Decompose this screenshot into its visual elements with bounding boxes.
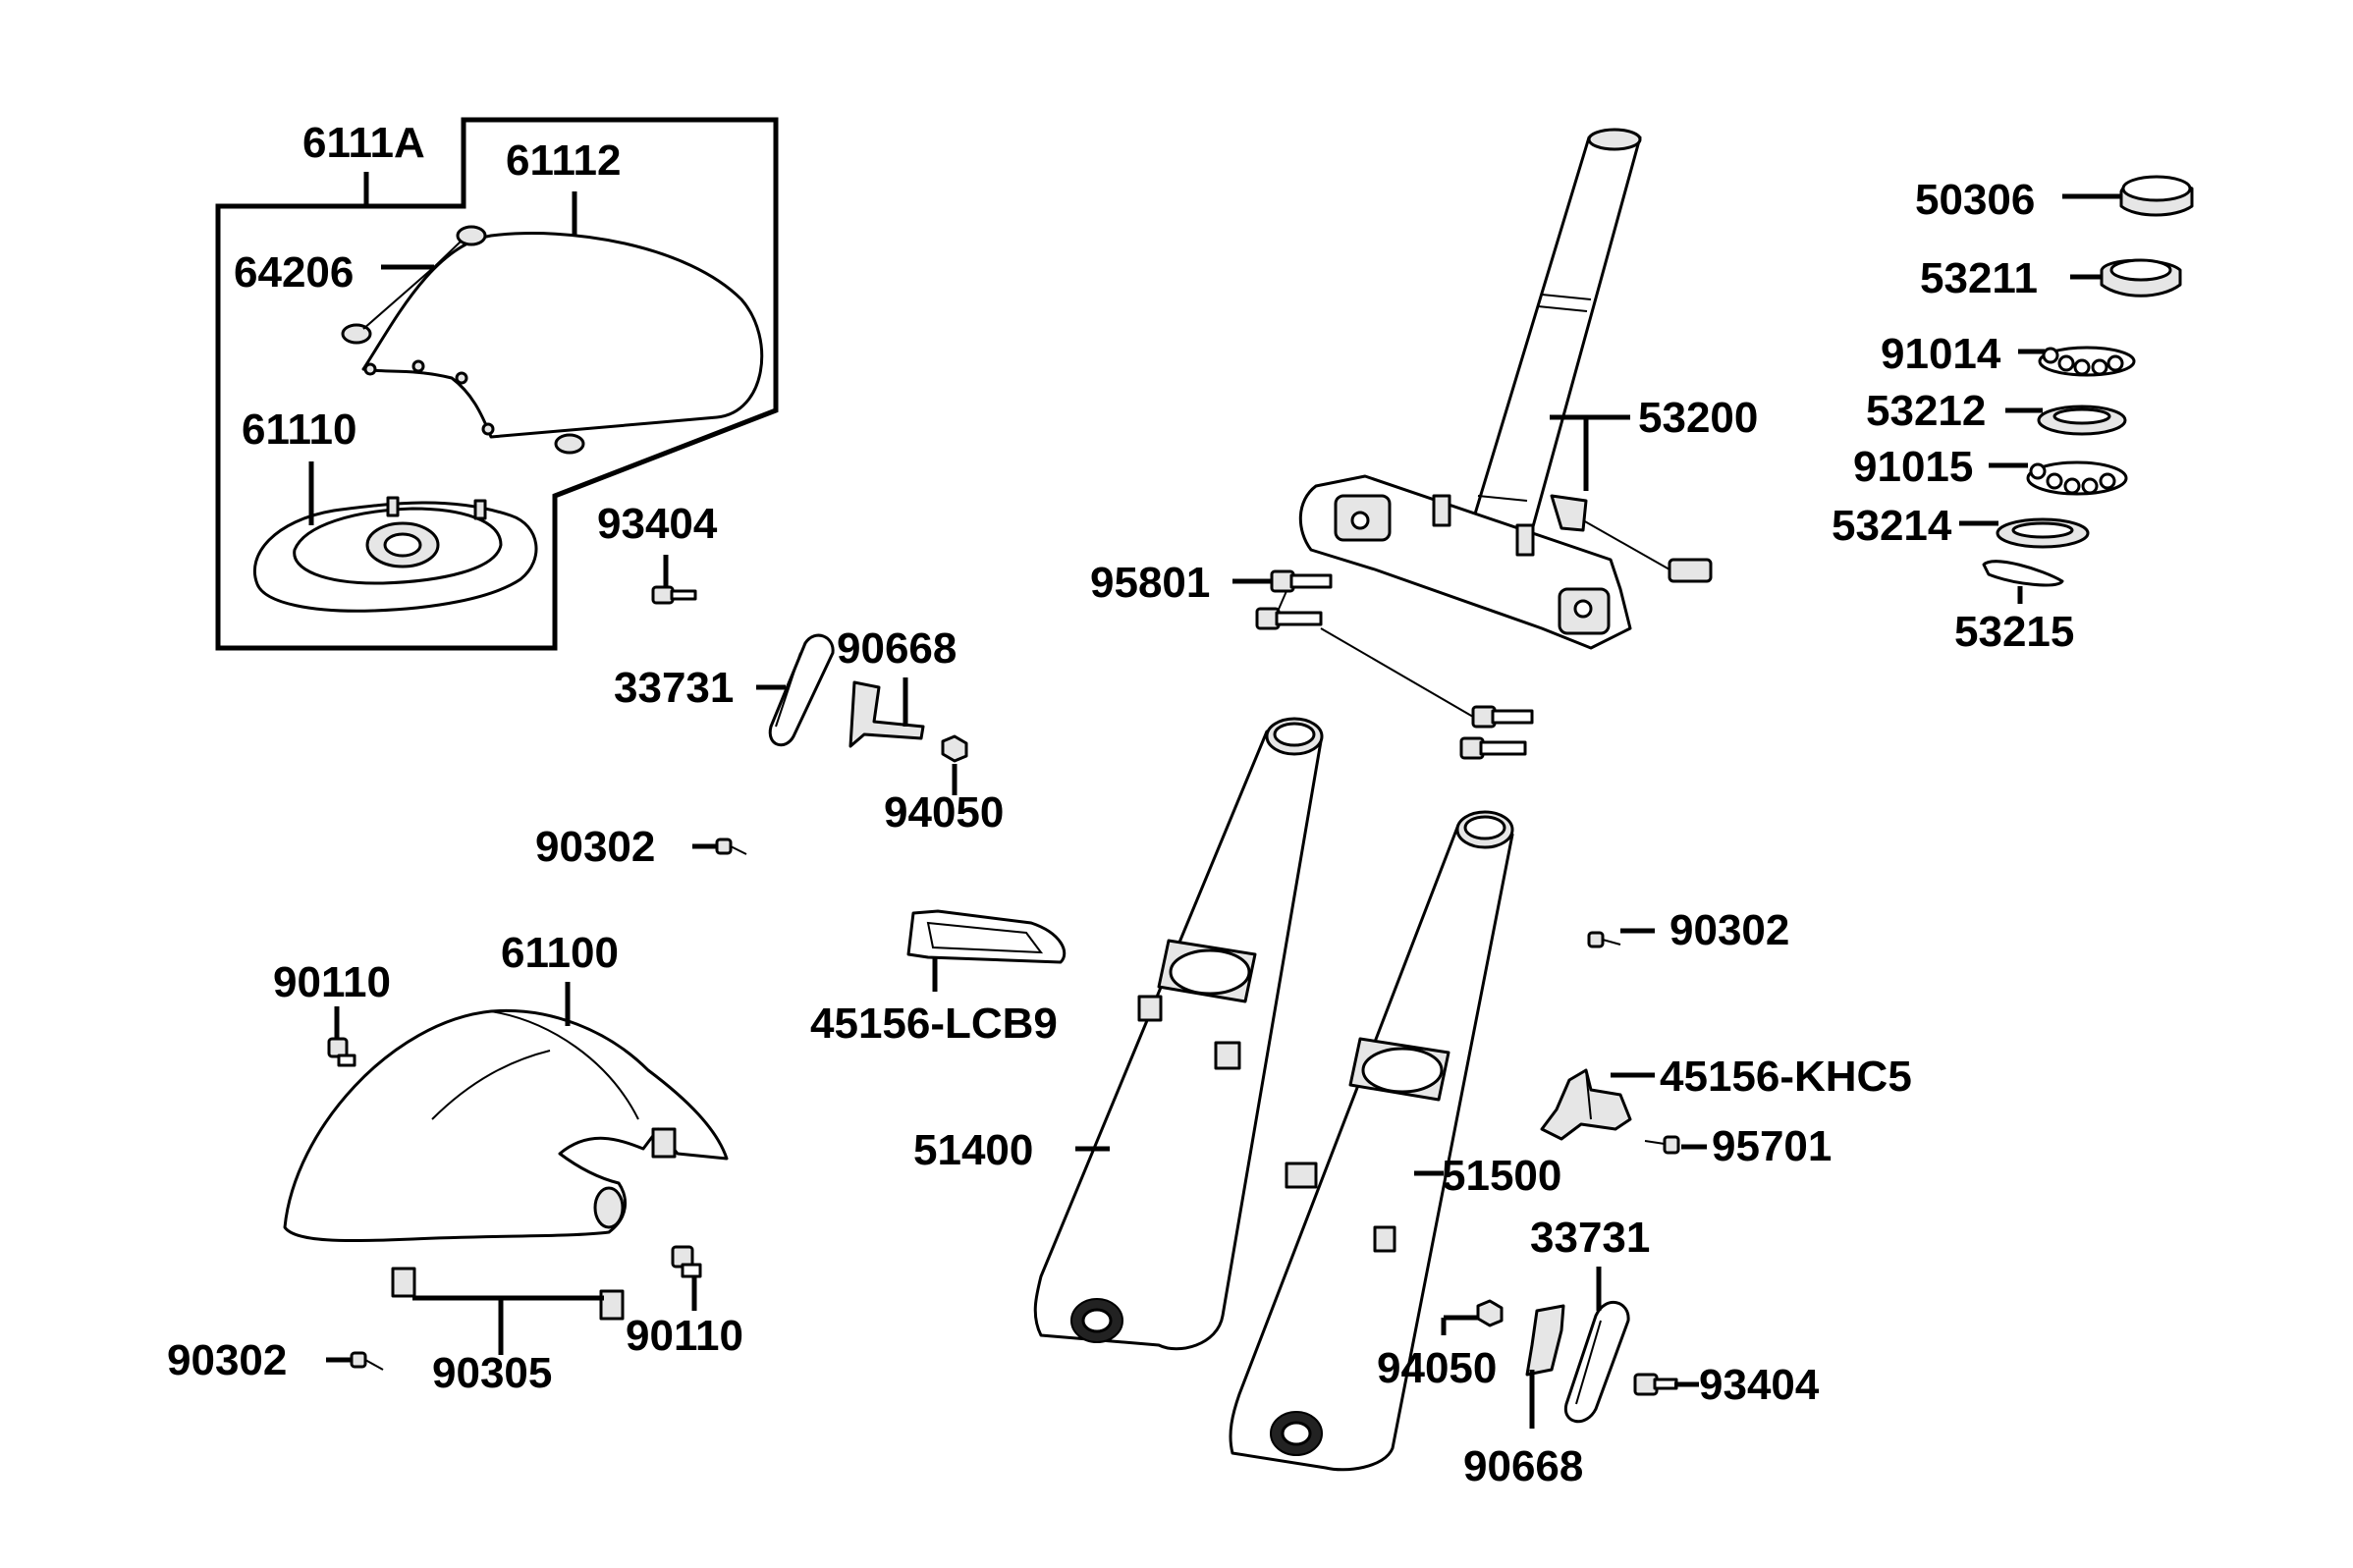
part-45156-KHC5-bracket <box>1540 1068 1632 1141</box>
part-93404-bolt-top <box>651 585 697 605</box>
label-53215: 53215 <box>1954 608 2074 656</box>
label-61112: 61112 <box>506 136 622 185</box>
part-45156-LCB9-bracket <box>906 909 1067 964</box>
label-95701: 95701 <box>1712 1122 1832 1170</box>
part-61112-cover <box>361 232 764 439</box>
part-95801-bolts <box>1255 569 1534 760</box>
part-90110-bolt-left <box>327 1037 356 1067</box>
label-33731-top: 33731 <box>614 664 734 712</box>
label-64206: 64206 <box>234 248 354 297</box>
label-90302-mid: 90302 <box>535 823 655 871</box>
label-61100: 61100 <box>501 929 619 977</box>
part-64206-grommets <box>341 225 585 455</box>
part-91014-ball-race <box>2038 346 2136 377</box>
part-94050-nut-bottom <box>1476 1299 1504 1327</box>
label-91014: 91014 <box>1881 330 2001 378</box>
part-53211-cone <box>2100 258 2182 297</box>
label-94050-bottom: 94050 <box>1377 1344 1497 1392</box>
label-90302-right: 90302 <box>1669 906 1789 954</box>
part-61110-base <box>252 496 538 613</box>
part-33731-reflector-top <box>768 633 835 747</box>
part-90110-bolt-bottom <box>671 1245 702 1278</box>
part-90302-screw-right <box>1587 931 1621 948</box>
label-90305: 90305 <box>432 1349 552 1397</box>
label-53212: 53212 <box>1866 387 1986 435</box>
part-90668-bracket-bottom <box>1525 1304 1565 1377</box>
part-93404-bolt-bottom <box>1633 1373 1678 1396</box>
part-90305-clips <box>391 1267 625 1321</box>
part-90668-bracket-top <box>848 680 925 748</box>
part-53215-seal <box>1982 560 2064 587</box>
label-6111A: 6111A <box>302 119 425 167</box>
part-50306-locknut <box>2119 175 2194 217</box>
part-53212-cup <box>2037 405 2127 436</box>
label-51400: 51400 <box>913 1126 1033 1174</box>
part-53200-steering-stem <box>1298 128 1713 650</box>
part-61100-front-fender <box>283 1008 729 1243</box>
part-90302-screw-mid <box>715 838 747 855</box>
label-53211: 53211 <box>1920 254 2038 302</box>
part-95701-screw <box>1644 1135 1680 1155</box>
label-50306: 50306 <box>1915 176 2035 224</box>
label-53200: 53200 <box>1638 394 1758 442</box>
label-90302-bottom: 90302 <box>167 1336 287 1384</box>
label-95801: 95801 <box>1090 559 1210 607</box>
label-90110-bottom: 90110 <box>626 1312 743 1360</box>
part-51400-fork-left <box>1033 717 1324 1351</box>
group-6111A <box>215 117 779 651</box>
part-51500-fork-right <box>1229 810 1514 1472</box>
label-33731-bottom: 33731 <box>1530 1214 1650 1262</box>
label-93404-bottom: 93404 <box>1699 1361 1820 1409</box>
label-90668-top: 90668 <box>837 624 957 673</box>
part-53214-cup <box>1996 517 2090 549</box>
label-93404-top: 93404 <box>597 500 718 548</box>
label-45156-KHC5: 45156-KHC5 <box>1660 1053 1912 1101</box>
part-90302-screw-bottom <box>350 1351 384 1371</box>
label-90668-bottom: 90668 <box>1463 1442 1583 1490</box>
label-45156-LCB9: 45156-LCB9 <box>810 1000 1058 1048</box>
label-51500: 51500 <box>1442 1152 1561 1200</box>
part-91015-ball-race <box>2026 460 2128 496</box>
label-91015: 91015 <box>1853 443 1973 491</box>
label-94050-top: 94050 <box>884 788 1004 837</box>
label-61110: 61110 <box>242 406 357 454</box>
label-90110-left: 90110 <box>273 958 391 1006</box>
part-33731-reflector-bottom <box>1563 1300 1630 1424</box>
label-53214: 53214 <box>1832 502 1952 550</box>
part-94050-nut-top <box>941 734 968 763</box>
